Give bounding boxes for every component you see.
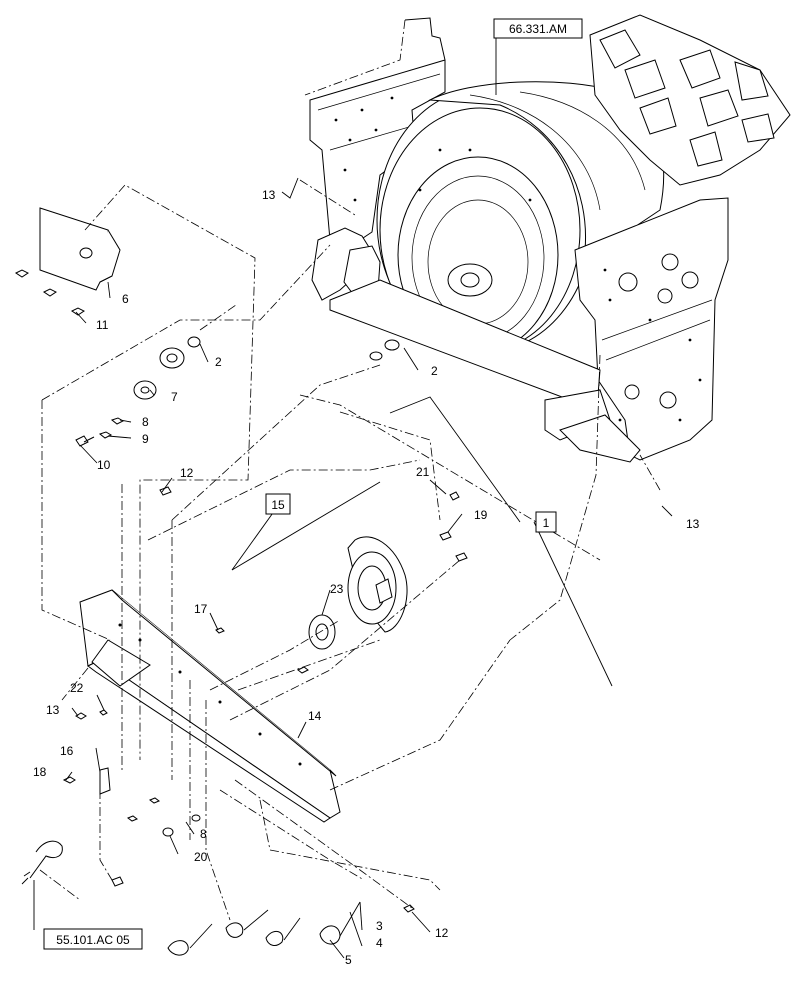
callout-19: 19 <box>474 508 488 522</box>
callout-10: 10 <box>97 458 111 472</box>
callout-13-top: 13 <box>262 188 276 202</box>
callout-8-upper: 8 <box>142 415 149 429</box>
callout-17: 17 <box>194 602 208 616</box>
leader-lines <box>33 30 673 959</box>
callout-2-right: 2 <box>431 364 438 378</box>
ref-box-harness[interactable]: 55.101.AC 05 <box>43 928 143 950</box>
frame-bolts <box>334 96 702 422</box>
right-side-plate <box>574 197 729 461</box>
rear-vanes <box>589 14 791 186</box>
callout-11: 11 <box>96 318 109 332</box>
callout-12-lower: 12 <box>435 926 449 940</box>
callout-4: 4 <box>376 936 383 950</box>
assembly-centerlines <box>39 179 661 921</box>
callout-6: 6 <box>122 292 129 306</box>
callout-5: 5 <box>345 953 352 967</box>
callout-21: 21 <box>416 465 430 479</box>
cable-ties <box>21 840 361 956</box>
ref-box-fan-assembly[interactable]: 66.331.AM <box>493 18 583 39</box>
cover-fasteners <box>15 269 85 316</box>
callout-13-left: 13 <box>46 703 60 717</box>
motor-housing <box>347 491 468 633</box>
callout-22: 22 <box>70 681 84 695</box>
ref-label-harness: 55.101.AC 05 <box>56 933 130 947</box>
ref-label-group-1: 1 <box>543 516 550 530</box>
callout-2-left: 2 <box>215 355 222 369</box>
callout-23: 23 <box>330 582 344 596</box>
ref-box-group-15[interactable]: 15 <box>265 493 291 515</box>
callouts: 13 13 13 6 11 2 2 7 8 9 10 12 21 19 23 1… <box>33 188 700 967</box>
channel-holes <box>118 623 302 766</box>
fan-frame-assembly <box>304 14 791 463</box>
callout-13-right: 13 <box>686 517 700 531</box>
callout-9: 9 <box>142 432 149 446</box>
callout-7: 7 <box>171 390 178 404</box>
ref-label-fan-assembly: 66.331.AM <box>509 22 567 36</box>
ref-label-group-15: 15 <box>271 498 285 512</box>
callout-20: 20 <box>194 850 208 864</box>
pulley-parts <box>75 336 400 447</box>
callout-12-upper: 12 <box>180 466 194 480</box>
callout-18: 18 <box>33 765 47 779</box>
callout-3: 3 <box>376 919 383 933</box>
callout-8-lower: 8 <box>200 827 207 841</box>
callout-16: 16 <box>60 744 74 758</box>
callout-14: 14 <box>308 709 322 723</box>
ref-box-group-1[interactable]: 1 <box>535 511 557 533</box>
bearing-item-23 <box>308 614 336 650</box>
small-hardware <box>62 486 415 913</box>
